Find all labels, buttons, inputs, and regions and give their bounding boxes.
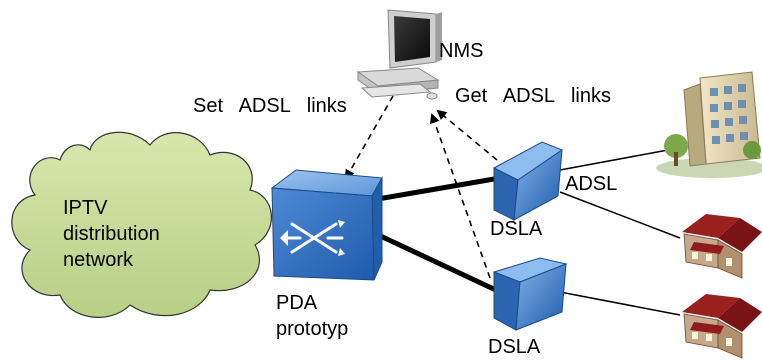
house-icon (682, 294, 762, 359)
arrow-get-links-bottom (429, 113, 491, 279)
computer-icon (356, 9, 442, 100)
dslam-icon (492, 257, 568, 331)
link-switch-dsla-top (371, 175, 501, 203)
adsl-label: ADSL (565, 173, 618, 195)
link-dsla-apartment (559, 149, 669, 171)
dsla-bottom-label: DSLA (488, 336, 541, 358)
link-dsla-house-bottom (559, 291, 681, 316)
arrow-set-links (345, 95, 394, 180)
get-adsl-links-label: Get ADSL links (455, 85, 611, 107)
cloud-icon (11, 131, 272, 318)
pda-label-line2: prototyp (276, 318, 349, 340)
cloud-label-line3: network (63, 249, 134, 271)
apartment-building-icon (656, 71, 762, 178)
cloud-label-line1: IPTV (63, 197, 108, 219)
dslam-icon (492, 141, 564, 221)
arrow-get-links-top (436, 109, 498, 161)
link-switch-dsla-bottom (370, 229, 502, 295)
house-icon (682, 214, 762, 279)
link-dsla-house-top (559, 191, 681, 239)
set-adsl-links-label: Set ADSL links (193, 95, 347, 117)
dsla-top-label: DSLA (490, 218, 543, 240)
switch-icon (270, 169, 383, 281)
pda-label-line1: PDA (276, 292, 318, 314)
nms-label: NMS (439, 40, 484, 62)
cloud-label-line2: distribution (63, 223, 160, 245)
